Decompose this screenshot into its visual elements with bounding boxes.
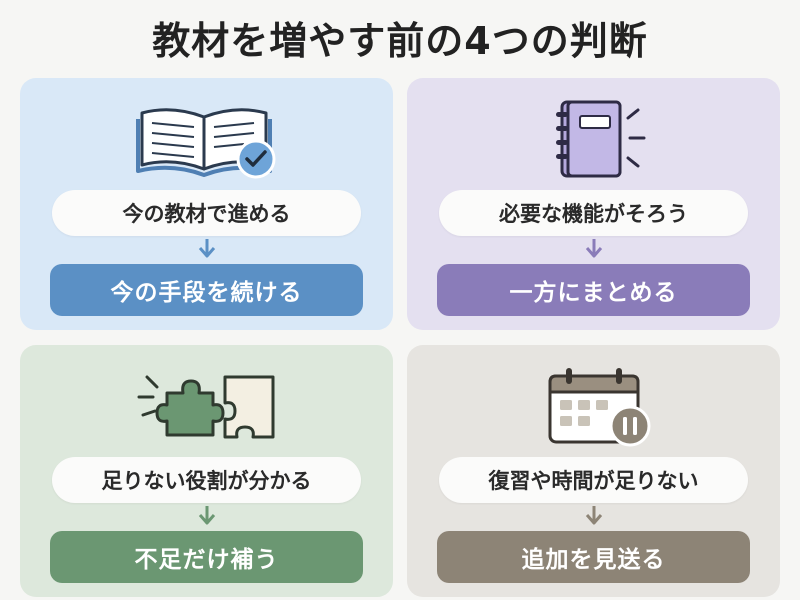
decision-panel-supplement: 足りない役割が分かる 不足だけ補う: [20, 345, 393, 597]
action-label: 今の手段を続ける: [50, 264, 363, 316]
decision-panel-continue: 今の教材で進める 今の手段を続ける: [20, 78, 393, 330]
open-book-check-icon: [135, 108, 275, 179]
condition-label: 今の教材で進める: [52, 190, 361, 236]
puzzle-pieces-icon: [137, 375, 274, 439]
condition-label: 復習や時間が足りない: [439, 457, 748, 503]
action-label: 不足だけ補う: [50, 531, 363, 583]
action-label: 一方にまとめる: [437, 264, 750, 316]
decision-panel-consolidate: 必要な機能がそろう 一方にまとめる: [407, 78, 780, 330]
notebook-icon: [555, 100, 645, 178]
arrow-down-icon: [585, 239, 602, 258]
condition-label: 必要な機能がそろう: [439, 190, 748, 236]
condition-label: 足りない役割が分かる: [52, 457, 361, 503]
action-label: 追加を見送る: [437, 531, 750, 583]
arrow-down-icon: [198, 506, 215, 525]
decision-panel-postpone: 復習や時間が足りない 追加を見送る: [407, 345, 780, 597]
arrow-down-icon: [585, 506, 602, 525]
calendar-pause-icon: [548, 368, 650, 447]
page-title: 教材を増やす前の4つの判断: [152, 19, 648, 63]
arrow-down-icon: [198, 239, 215, 258]
